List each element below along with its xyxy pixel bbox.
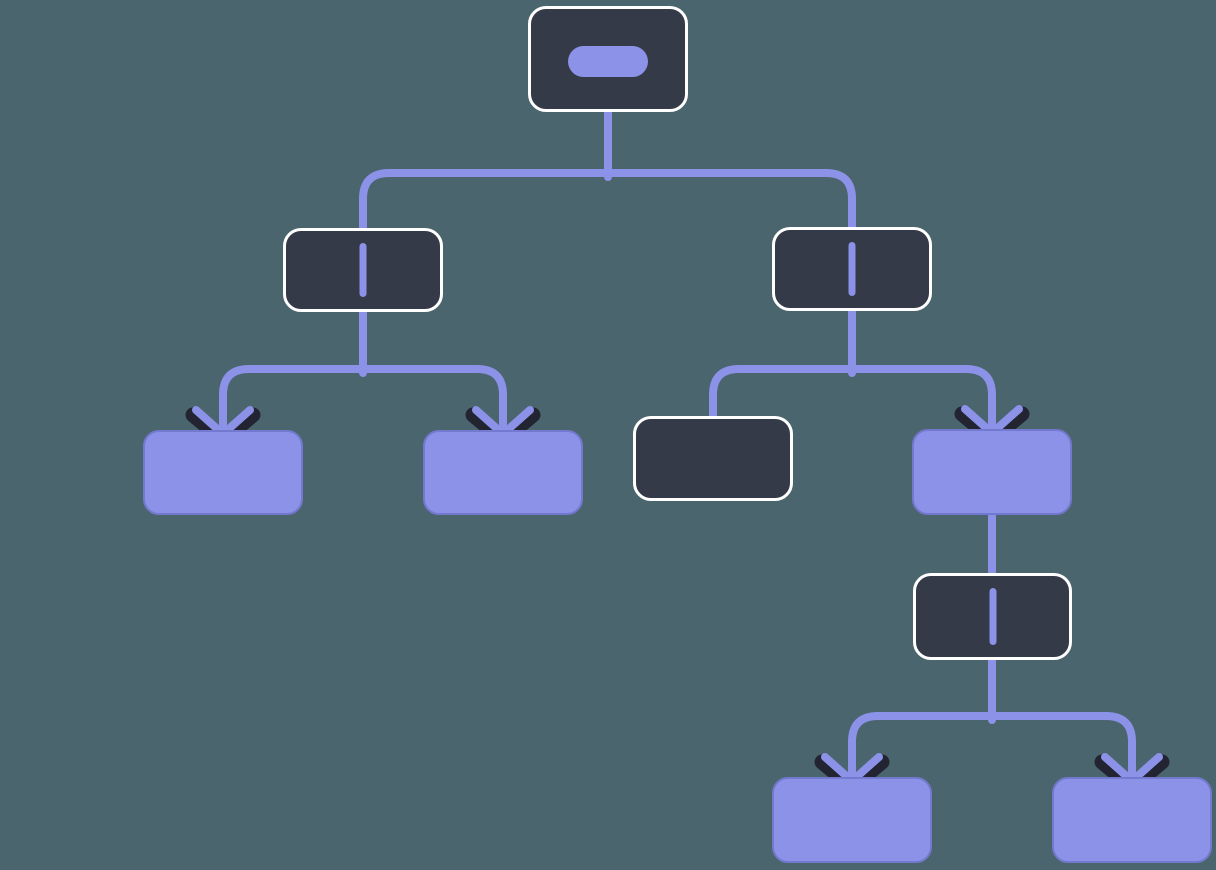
connector-branch: [359, 169, 856, 236]
leaf-node-far-left[interactable]: [143, 430, 303, 515]
connector-branch: [219, 365, 507, 408]
connector-branch: [709, 365, 996, 423]
node-divider-placeholder: [848, 242, 856, 296]
node-divider-placeholder: [359, 243, 367, 297]
root-node[interactable]: [528, 6, 688, 112]
branch-node-dark[interactable]: [633, 416, 793, 501]
leaf-node-bottom-left[interactable]: [772, 777, 932, 863]
condition-node-right[interactable]: [772, 227, 932, 311]
condition-node-left[interactable]: [283, 228, 443, 312]
connector-branch: [848, 712, 1136, 755]
step-node-purple[interactable]: [912, 429, 1072, 515]
leaf-node-bottom-right[interactable]: [1052, 777, 1212, 863]
node-divider-placeholder: [989, 588, 996, 645]
leaf-node-left[interactable]: [423, 430, 583, 515]
condition-node-bottom[interactable]: [913, 573, 1072, 660]
label-pill-placeholder: [568, 46, 648, 77]
